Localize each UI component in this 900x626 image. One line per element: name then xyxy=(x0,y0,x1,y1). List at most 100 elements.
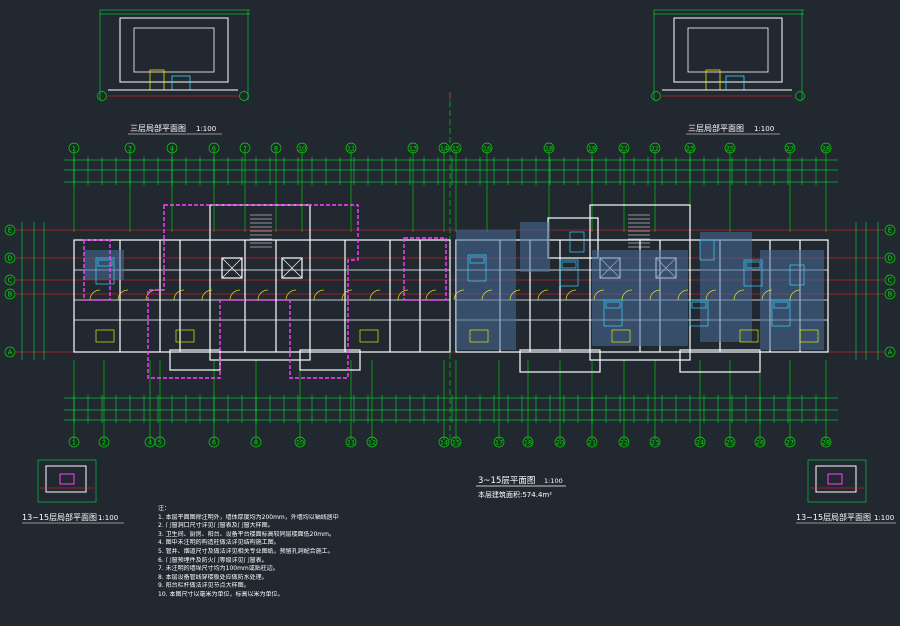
door-swing xyxy=(369,289,381,301)
axis-bubble-label: 22 xyxy=(620,439,628,447)
door-swing xyxy=(789,289,801,301)
pillow xyxy=(691,301,707,309)
detail-bottom-right-title: 13~15层局部平面图 xyxy=(796,512,871,522)
axis-bubble xyxy=(166,142,178,154)
axis-bubble-label: 27 xyxy=(786,145,794,153)
detail-bottom-right: 13~15层局部平面图 1:100 xyxy=(796,459,896,524)
axis-bubble-label: 16 xyxy=(483,145,491,153)
axis-bubble-label: 4 xyxy=(148,439,152,447)
axis-bubble-label: 20 xyxy=(556,439,564,447)
axis-bubble-label: 25 xyxy=(726,145,734,153)
pillow xyxy=(97,259,113,267)
door-swing xyxy=(761,289,773,301)
axis-bubble-label: 25 xyxy=(726,439,734,447)
axis-bubble-label: 17 xyxy=(495,439,503,447)
detail-bottom-left-title: 13~15层局部平面图 xyxy=(22,512,97,522)
axis-bubble xyxy=(586,436,598,448)
axis-bubble-label: A xyxy=(888,349,893,357)
axis-bubble xyxy=(522,436,534,448)
table xyxy=(569,231,585,253)
tile-floor xyxy=(84,250,124,280)
note-line: 5. 管井、烟道尺寸及做法详见相关专业图纸，预留孔洞配合施工。 xyxy=(158,547,334,555)
axis-bubble xyxy=(724,436,736,448)
note-line: 3. 卫生间、厨房、阳台、设备平台楼面标高较同层楼面低20mm。 xyxy=(158,530,335,538)
door-swing xyxy=(397,289,409,301)
door-swing xyxy=(705,289,717,301)
axis-bubble xyxy=(493,436,505,448)
pillow xyxy=(469,256,485,264)
door-swing xyxy=(201,289,213,301)
bed xyxy=(771,299,791,327)
axis-bubble-label: 7 xyxy=(243,145,247,153)
bed xyxy=(467,254,487,282)
outer-wall-left xyxy=(73,239,451,353)
pillow xyxy=(773,301,789,309)
axis-bubble xyxy=(884,274,896,286)
pillow xyxy=(561,261,577,269)
axis-bubble xyxy=(4,224,16,236)
axis-bubble xyxy=(4,274,16,286)
axis-bubble-label: C xyxy=(8,277,13,285)
axis-bubble-label: 21 xyxy=(588,439,596,447)
axis-bubble-label: 11 xyxy=(347,145,355,153)
axis-bubble xyxy=(884,288,896,300)
axis-bubble-label: 10 xyxy=(298,145,306,153)
axis-bubble xyxy=(554,436,566,448)
main-title-block: 3~15层平面图 1:100 本层建筑面积:574.4m² xyxy=(476,476,566,499)
axis-bubble-label: C xyxy=(888,277,893,285)
axis-bubble-label: 15 xyxy=(452,439,460,447)
door-swing xyxy=(509,289,521,301)
bed xyxy=(689,299,709,327)
axis-bubble xyxy=(820,142,832,154)
axis-bubble xyxy=(4,288,16,300)
axis-bubble xyxy=(4,252,16,264)
axis-bubble xyxy=(884,346,896,358)
axis-bubble xyxy=(366,436,378,448)
axis-bubble xyxy=(820,436,832,448)
axis-bubble-label: 28 xyxy=(822,145,830,153)
note-line: 6. 门窗预埋件及防火门等级详见门窗表。 xyxy=(158,556,268,564)
notes-heading: 注： xyxy=(158,505,171,512)
fixture xyxy=(175,329,195,343)
note-line: 10. 本图尺寸以毫米为单位，标高以米为单位。 xyxy=(158,590,284,598)
door-swing xyxy=(537,289,549,301)
room-highlights xyxy=(83,204,447,379)
fixture xyxy=(359,329,379,343)
door-swing xyxy=(621,289,633,301)
fixture xyxy=(95,329,115,343)
door-swing xyxy=(173,289,185,301)
highlight-zone xyxy=(83,239,111,301)
detail-top-right: 三层局部平面图 1:100 xyxy=(651,9,805,135)
axis-bubble-label: 27 xyxy=(786,439,794,447)
axis-bubble-label: 24 xyxy=(696,439,704,447)
axis-bubble xyxy=(694,436,706,448)
dimension-lines xyxy=(21,157,879,423)
tile-floor xyxy=(700,232,752,342)
axis-bubble-label: D xyxy=(887,255,892,263)
axis-bubble xyxy=(438,436,450,448)
axis-bubble-label: 10 xyxy=(296,439,304,447)
axis-bubble xyxy=(345,436,357,448)
axis-bubble xyxy=(68,142,80,154)
axis-bubble-label: 13 xyxy=(409,145,417,153)
axis-bubble-label: 26 xyxy=(756,439,764,447)
axis-bubble xyxy=(438,142,450,154)
highlight-zone xyxy=(147,204,359,379)
axis-bubble xyxy=(884,224,896,236)
pillow xyxy=(605,301,621,309)
axis-bubble-label: E xyxy=(8,227,12,235)
wall-balcony xyxy=(679,349,761,373)
axis-bubble xyxy=(618,436,630,448)
note-line: 8. 本层设备管线穿楼板处应做防水处理。 xyxy=(158,573,268,581)
axis-bubble xyxy=(784,436,796,448)
axis-bubble-label: 8 xyxy=(254,439,258,447)
axis-bubble xyxy=(345,142,357,154)
door-swing xyxy=(453,289,465,301)
axis-bubble xyxy=(4,346,16,358)
wall-balcony xyxy=(299,349,361,371)
tile-floor xyxy=(760,250,824,350)
bed xyxy=(95,257,115,285)
axis-bubble xyxy=(784,142,796,154)
